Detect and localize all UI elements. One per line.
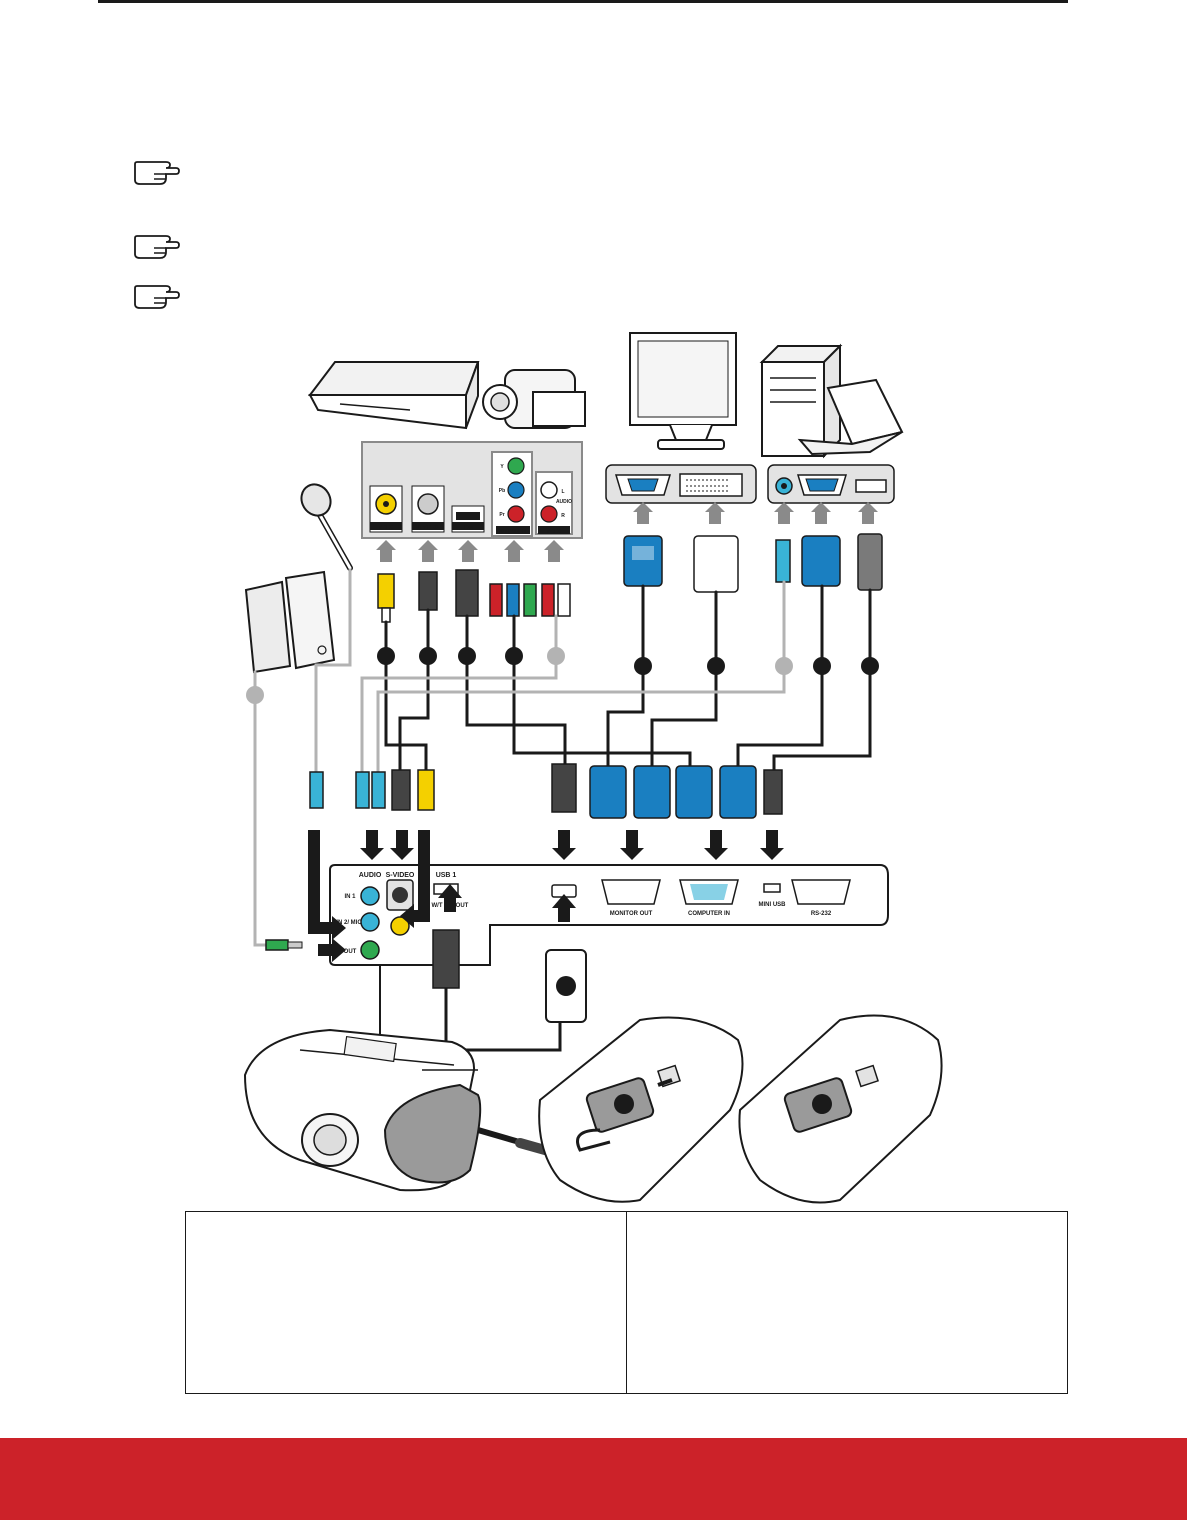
pointing-hand-icon (134, 161, 180, 185)
audio-arrows (308, 830, 576, 962)
projector-plugs (309, 763, 783, 819)
header-rule (98, 0, 1068, 3)
legend-table (185, 1211, 1068, 1394)
panel-label-svideo: S-VIDEO (386, 872, 415, 879)
source-label-video-2: VIDEO (546, 529, 562, 535)
cables (253, 568, 872, 947)
dongle-cables (379, 929, 587, 1052)
panel-label-usb1: USB 1 (436, 872, 457, 879)
panel-label-monitor-out: MONITOR OUT (610, 911, 653, 917)
source-label-svideo: S-VIDEO (418, 525, 439, 531)
panel-label-audio: AUDIO (359, 872, 382, 879)
microphone-device (300, 483, 353, 571)
footer-bar (0, 1438, 1187, 1520)
source-label-component: COMPONENT (497, 529, 530, 535)
audio-label-l: L (561, 489, 564, 495)
dvd-player-device (307, 361, 480, 430)
source-label-video: VIDEO (378, 525, 394, 531)
speakers-device (244, 570, 336, 674)
component-label-y: Y (500, 464, 504, 470)
dongle-compartment (738, 1014, 943, 1204)
monitor-port-panel (605, 464, 757, 504)
source-label-hdmi: HDMI (462, 525, 475, 531)
dongle-compartment-with-cable (538, 1016, 744, 1203)
panel-label-mini-usb: MINI USB (759, 902, 787, 908)
legend-column-left (186, 1212, 626, 1393)
speaker-jack (265, 939, 303, 951)
audio-label-r: R (561, 513, 565, 519)
panel-label-in1: IN 1 (344, 894, 356, 900)
panel-label-computer-in: COMPUTER IN (688, 911, 730, 917)
panel-label-out: OUT (344, 949, 357, 955)
source-arrows (376, 502, 878, 562)
panel-label-wt: W/T (432, 903, 443, 909)
cable-markers (246, 647, 879, 704)
source-label-audio: AUDIO (556, 499, 572, 505)
legend-column-right (626, 1212, 1067, 1393)
computer-device (759, 343, 904, 459)
source-plugs (377, 533, 883, 623)
component-label-pr: Pr (499, 512, 504, 518)
component-label-pb: Pb (499, 488, 505, 494)
projector-device (243, 1028, 550, 1192)
connection-diagram: VIDEO S-VIDEO HDMI COMPONENT VIDEO AUDIO… (243, 332, 943, 1204)
panel-label-usb-out: OUT (456, 903, 469, 909)
camcorder-device (482, 369, 586, 429)
video-source-panel: VIDEO S-VIDEO HDMI COMPONENT VIDEO AUDIO… (361, 441, 583, 539)
pointing-hand-icon (134, 285, 180, 309)
projector-io-panel: AUDIO S-VIDEO USB 1 IN 1 IN 2/ MIC OUT W… (329, 864, 889, 966)
pointing-hand-icon (134, 235, 180, 259)
input-arrows (360, 830, 784, 860)
panel-label-rs232: RS-232 (811, 911, 832, 917)
monitor-device (629, 332, 737, 450)
computer-port-panel (767, 464, 895, 504)
panel-label-in2: IN 2/ MIC (336, 920, 362, 926)
